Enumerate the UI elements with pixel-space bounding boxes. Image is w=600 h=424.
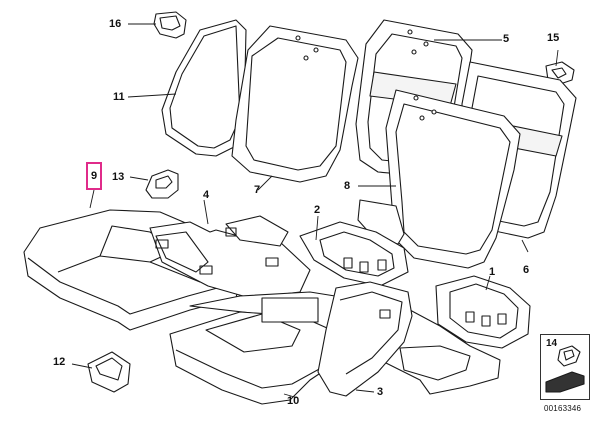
part-7-backrest-cover bbox=[231, 25, 359, 183]
callout-13: 13 bbox=[112, 171, 125, 183]
callout-3: 3 bbox=[377, 386, 384, 398]
callout-9: 9 bbox=[90, 170, 98, 182]
part-8-backrest-foam bbox=[385, 89, 521, 269]
part-12-clip bbox=[87, 351, 131, 393]
leader-lines bbox=[71, 23, 559, 399]
part-2-frame bbox=[299, 221, 409, 287]
callout-6: 6 bbox=[523, 264, 530, 276]
callout-8: 8 bbox=[344, 180, 351, 192]
part-16-clip bbox=[153, 11, 187, 39]
callout-7: 7 bbox=[254, 184, 261, 196]
callout-2: 2 bbox=[314, 204, 321, 216]
callout-15: 15 bbox=[547, 32, 560, 44]
highlighted-callout-9[interactable]: 9 bbox=[86, 162, 102, 190]
callout-12: 12 bbox=[53, 356, 66, 368]
part-10-seat-cushion bbox=[169, 297, 347, 405]
callout-10: 10 bbox=[287, 395, 300, 407]
callout-16: 16 bbox=[109, 18, 122, 30]
callout-11: 11 bbox=[113, 91, 125, 103]
callout-14: 14 bbox=[546, 338, 558, 349]
callout-5: 5 bbox=[503, 33, 510, 45]
inset-box: 14 bbox=[540, 334, 590, 400]
part-14-inset-clip bbox=[545, 345, 585, 393]
part-13-emblem bbox=[145, 169, 179, 199]
part-11-side-bolster bbox=[161, 19, 247, 157]
reference-number: 00163346 bbox=[544, 404, 582, 413]
part-1-frame bbox=[435, 275, 531, 349]
part-4-seat-cover bbox=[149, 215, 311, 299]
callout-1: 1 bbox=[489, 266, 496, 278]
part-3-seat-cover bbox=[317, 281, 413, 397]
callout-4: 4 bbox=[203, 189, 210, 201]
